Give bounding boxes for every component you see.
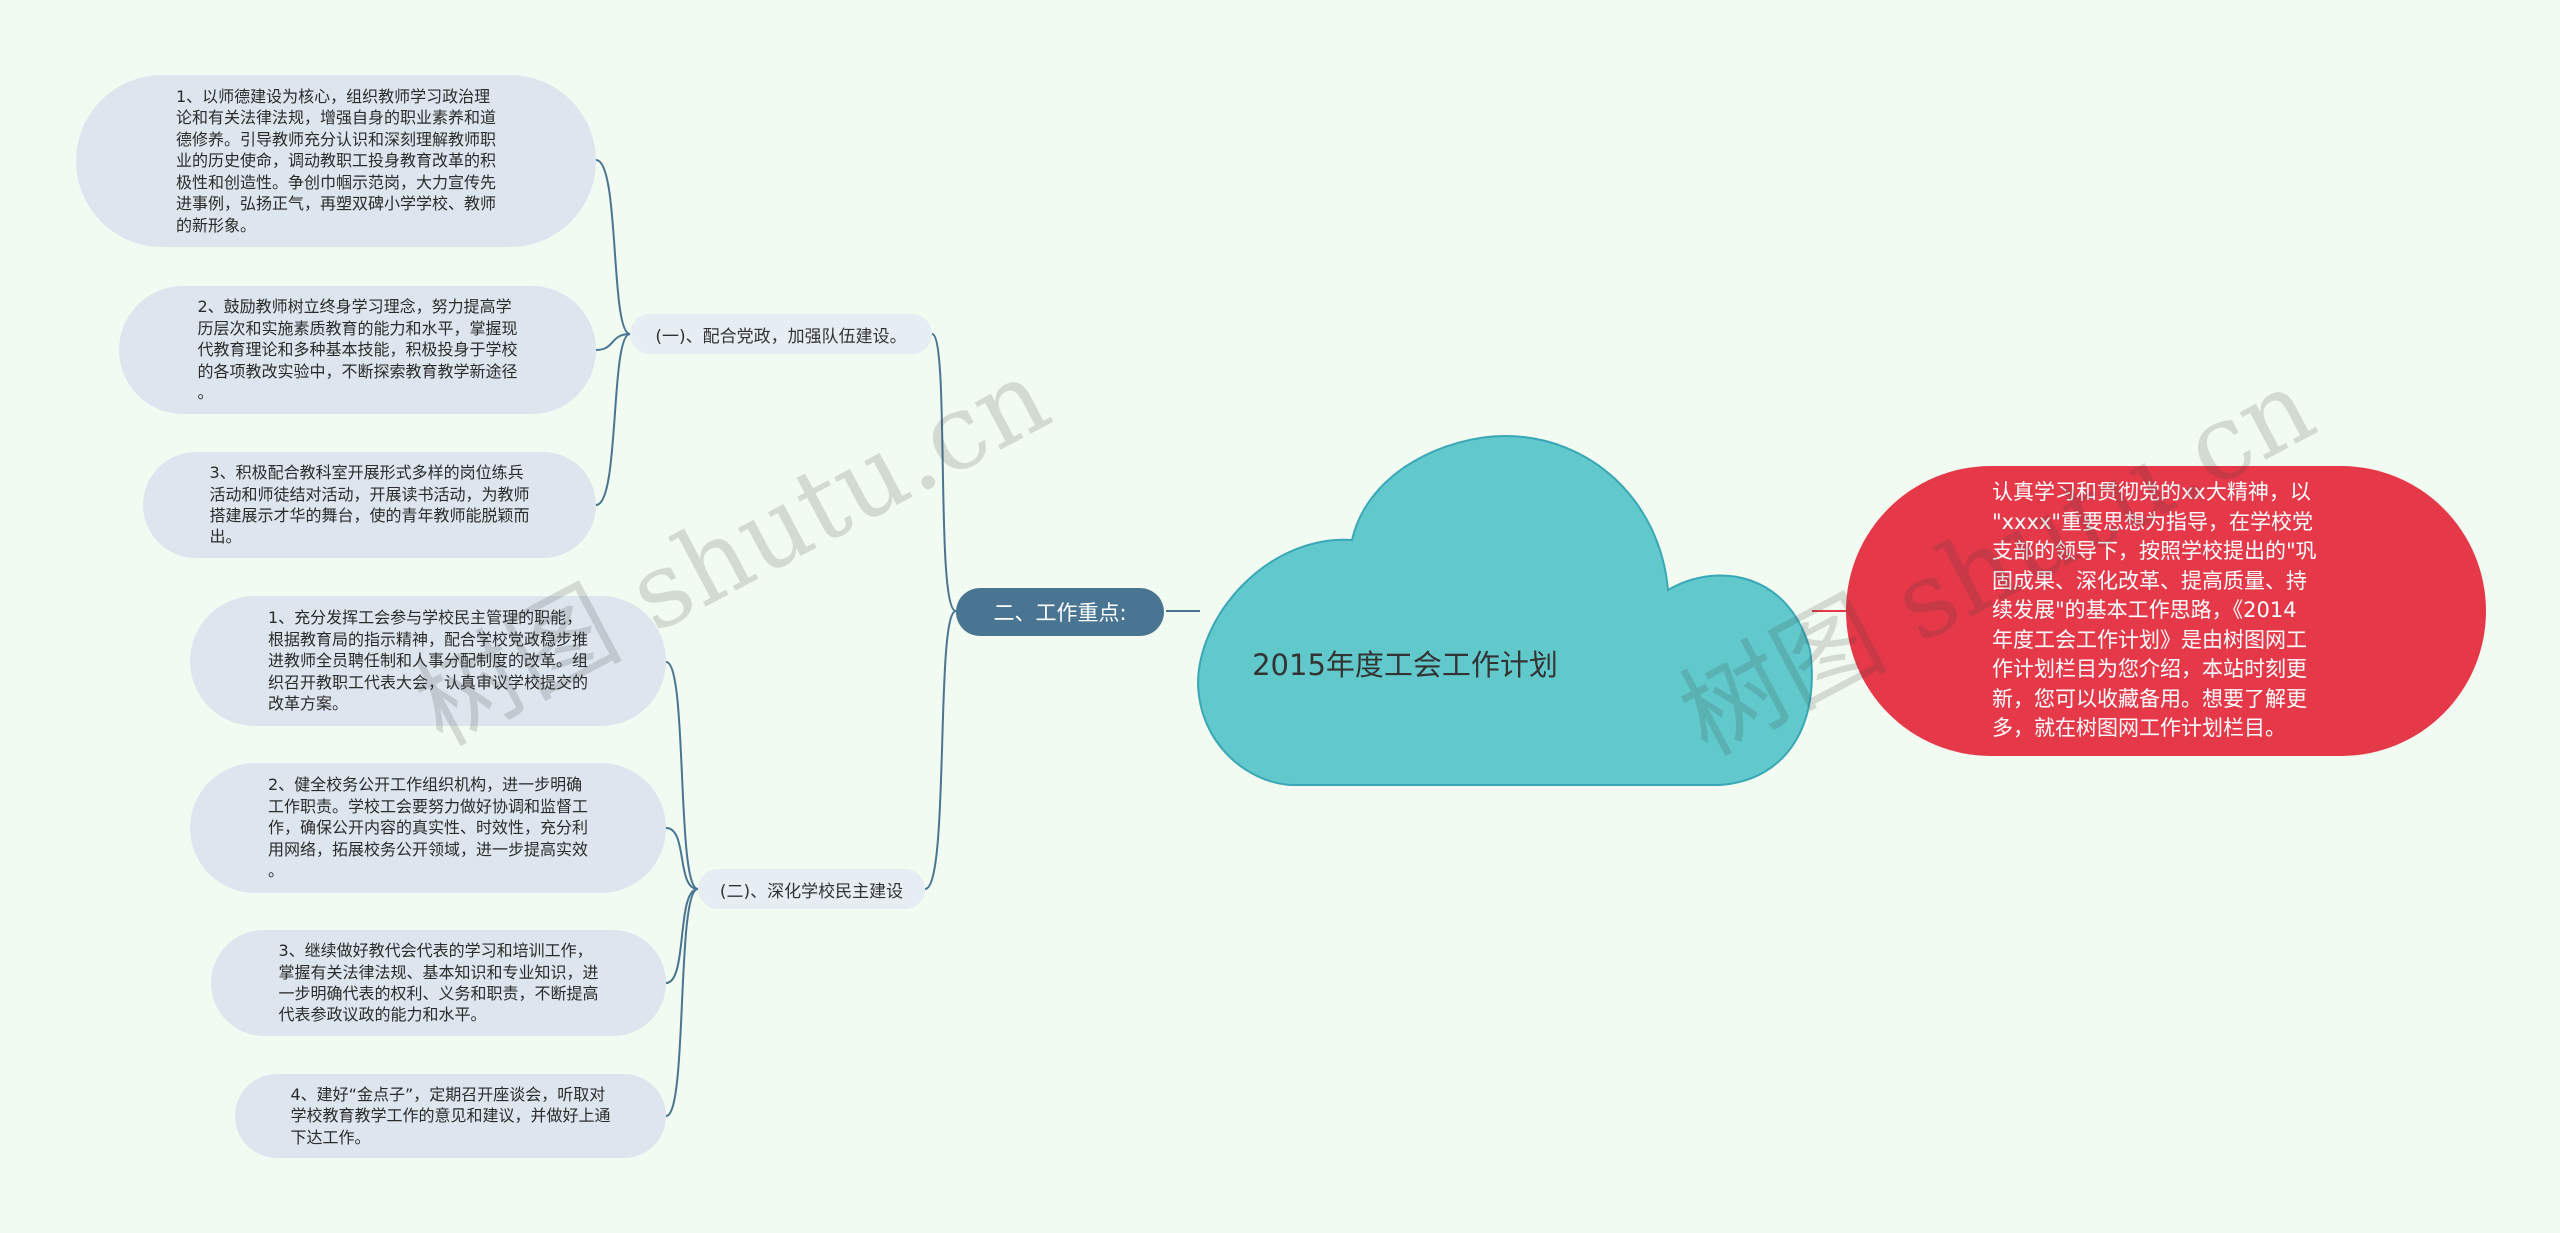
connector-branch2-leaf3 [665,888,699,984]
main-branch-work-focus[interactable]: 二、工作重点: [956,588,1164,636]
leaf-1-2[interactable]: 2、鼓励教师树立终身学习理念，努力提高学 历层次和实施素质教育的能力和水平，掌握… [119,286,596,414]
leaf-1-3[interactable]: 3、积极配合教科室开展形式多样的岗位练兵 活动和师徒结对活动，开展读书活动，为教… [143,452,596,558]
connector-branch1-leaf1 [595,159,631,335]
branch-democracy[interactable]: (二)、深化学校民主建设 [698,869,925,909]
connector-branch1-leaf3 [595,333,631,506]
center-cloud[interactable] [1196,434,1813,786]
note-bubble[interactable]: 认真学习和贯彻党的xx大精神，以 "xxxx"重要思想为指导，在学校党 支部的领… [1846,466,2486,756]
center-title[interactable]: 2015年度工会工作计划 [1252,648,1558,682]
leaf-2-4[interactable]: 4、建好“金点子”，定期召开座谈会，听取对 学校教育教学工作的意见和建议，并做好… [235,1074,666,1158]
connector-main-branch2 [924,610,957,890]
connector-branch2-leaf1 [665,661,699,890]
leaf-2-3[interactable]: 3、继续做好教代会代表的学习和培训工作， 掌握有关法律法规、基本知识和专业知识，… [211,930,666,1036]
connector-main-branch1 [931,333,957,612]
connectors [595,159,1200,1117]
connector-branch2-leaf2 [665,827,699,890]
leaf-1-1[interactable]: 1、以师德建设为核心，组织教师学习政治理 论和有关法律法规，增强自身的职业素养和… [76,75,596,247]
branch-party-team[interactable]: (一)、配合党政，加强队伍建设。 [630,314,932,354]
connector-branch2-leaf4 [665,888,699,1117]
leaf-2-2[interactable]: 2、健全校务公开工作组织机构，进一步明确 工作职责。学校工会要努力做好协调和监督… [190,763,666,893]
leaf-2-1[interactable]: 1、充分发挥工会参与学校民主管理的职能， 根据教育局的指示精神，配合学校党政稳步… [190,596,666,726]
cloud-shape [1196,434,1813,786]
connector-branch1-leaf2 [595,333,631,351]
